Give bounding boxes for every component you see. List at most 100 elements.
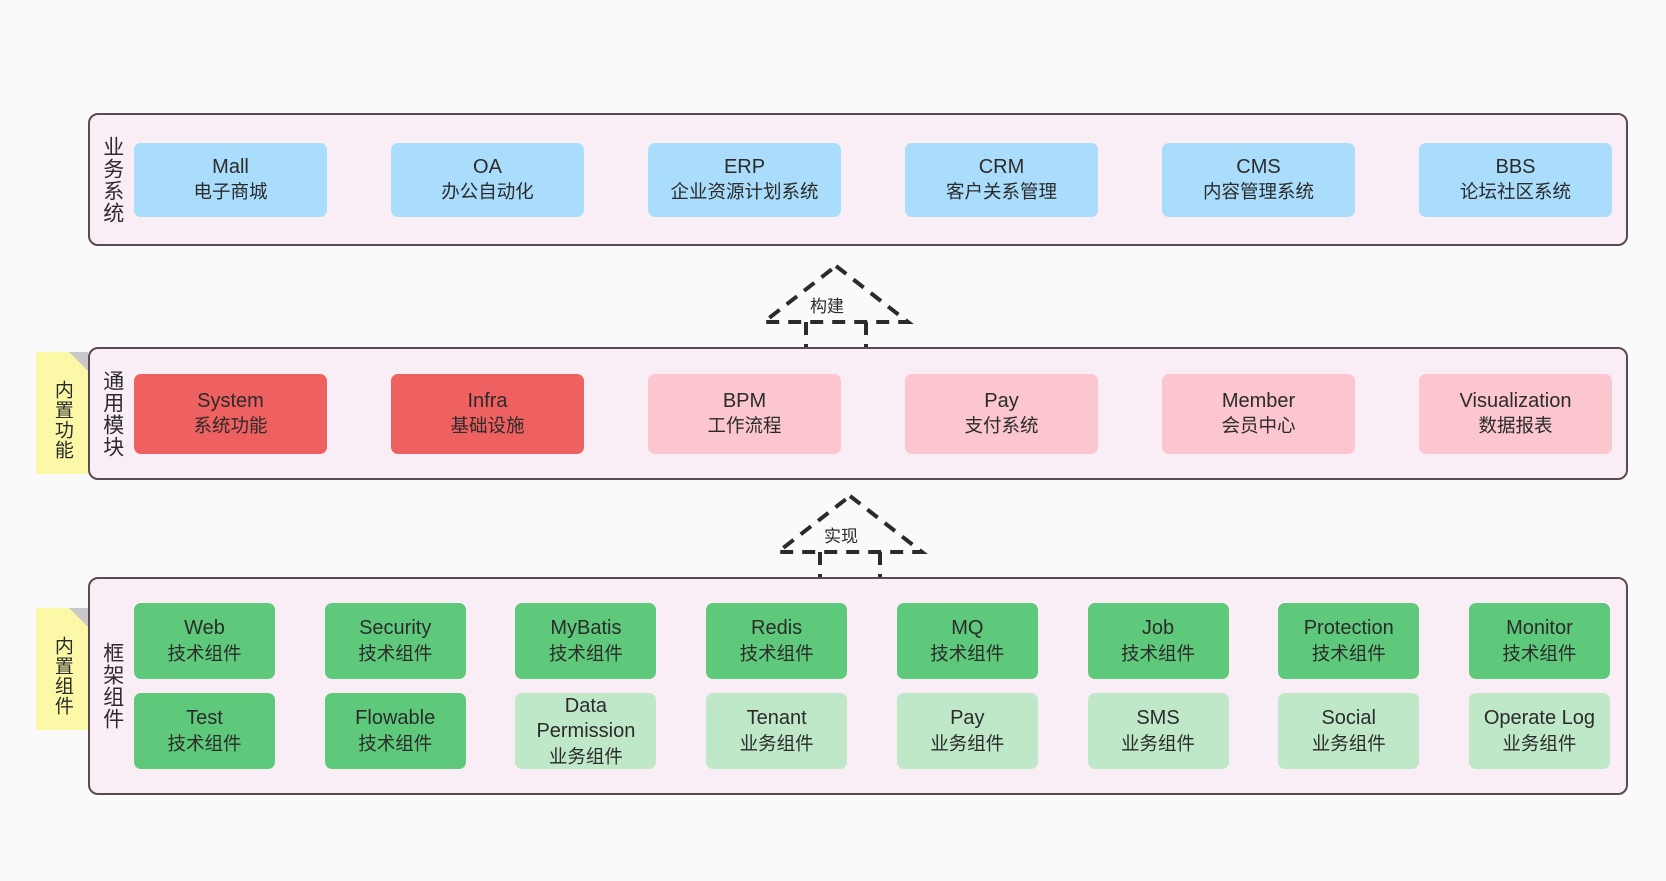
- card-title: Infra: [467, 389, 508, 412]
- layer-caption-business: 业务系统: [100, 135, 124, 224]
- card-crm[interactable]: CRM 客户关系管理: [905, 142, 1098, 217]
- arrowhead-triangle: [758, 263, 914, 324]
- card-bbs[interactable]: BBS 论坛社区系统: [1419, 142, 1612, 217]
- card-title: Visualization: [1459, 389, 1572, 412]
- card-subtitle: 客户关系管理: [945, 181, 1057, 203]
- card-title: Flowable: [355, 707, 436, 730]
- card-member[interactable]: Member 会员中心: [1162, 373, 1355, 454]
- card-operate-log[interactable]: Operate Log 业务组件: [1468, 693, 1610, 769]
- card-title: BBS: [1495, 155, 1536, 178]
- card-tenant[interactable]: Tenant 业务组件: [706, 693, 848, 769]
- card-subtitle: 支付系统: [964, 415, 1039, 437]
- card-subtitle: 企业资源计划系统: [670, 181, 819, 203]
- card-subtitle: 办公自动化: [441, 181, 534, 203]
- card-web[interactable]: Web 技术组件: [134, 603, 275, 679]
- card-job[interactable]: Job 技术组件: [1087, 603, 1229, 679]
- card-subtitle: 技术组件: [167, 642, 242, 664]
- framework-card-row-1: Web 技术组件 Security 技术组件 MyBatis 技术组件 Redi…: [134, 603, 1610, 679]
- card-title: Operate Log: [1483, 707, 1596, 730]
- layer-caption-modules: 通用模块: [100, 369, 124, 458]
- card-cms[interactable]: CMS 内容管理系统: [1162, 142, 1355, 217]
- card-security[interactable]: Security 技术组件: [324, 603, 466, 679]
- card-sms[interactable]: SMS 业务组件: [1087, 693, 1229, 769]
- arrow-realize-label: 实现: [824, 527, 858, 546]
- card-title: Test: [186, 707, 223, 730]
- card-subtitle: 业务组件: [1121, 732, 1196, 754]
- card-protection[interactable]: Protection 技术组件: [1278, 603, 1420, 679]
- card-subtitle: 业务组件: [739, 732, 814, 754]
- card-title: BPM: [722, 389, 767, 412]
- card-mall[interactable]: Mall 电子商城: [134, 142, 327, 217]
- card-subtitle: 会员中心: [1221, 415, 1296, 437]
- card-title: Protection: [1303, 617, 1394, 640]
- framework-card-row-2: Test 技术组件 Flowable 技术组件 Data Permission …: [134, 693, 1610, 769]
- arrow-build: 构建: [756, 262, 916, 354]
- card-system[interactable]: System 系统功能: [134, 373, 327, 454]
- card-title: Data Permission: [536, 694, 636, 743]
- card-monitor[interactable]: Monitor 技术组件: [1468, 603, 1610, 679]
- card-title: Social: [1321, 707, 1376, 730]
- card-subtitle: 业务组件: [1502, 732, 1577, 754]
- card-social[interactable]: Social 业务组件: [1278, 693, 1420, 769]
- card-title: Web: [184, 617, 225, 640]
- arrow-build-label: 构建: [810, 297, 844, 316]
- card-subtitle: 内容管理系统: [1202, 181, 1314, 203]
- card-title: CRM: [978, 155, 1025, 178]
- card-oa[interactable]: OA 办公自动化: [391, 142, 584, 217]
- card-title: Redis: [751, 617, 803, 640]
- card-subtitle: 基础设施: [450, 415, 525, 437]
- layer-body-framework: Web 技术组件 Security 技术组件 MyBatis 技术组件 Redi…: [134, 579, 1626, 793]
- card-title: Pay: [950, 707, 985, 730]
- business-card-row: Mall 电子商城 OA 办公自动化 ERP 企业资源计划系统 CRM 客户关系…: [134, 142, 1612, 217]
- card-subtitle: 技术组件: [930, 642, 1005, 664]
- layer-caption-framework: 框架组件: [100, 642, 124, 730]
- card-flowable[interactable]: Flowable 技术组件: [324, 693, 466, 769]
- card-subtitle: 业务组件: [930, 732, 1005, 754]
- layer-framework-components: 框架组件 Web 技术组件 Security 技术组件 MyBatis 技术组件…: [88, 577, 1628, 795]
- card-title: Pay: [984, 389, 1019, 412]
- arrow-realize: 实现: [770, 492, 930, 584]
- card-erp[interactable]: ERP 企业资源计划系统: [648, 142, 841, 217]
- card-mybatis[interactable]: MyBatis 技术组件: [515, 603, 657, 679]
- card-subtitle: 论坛社区系统: [1459, 181, 1571, 203]
- card-subtitle: 技术组件: [358, 642, 433, 664]
- card-visualization[interactable]: Visualization 数据报表: [1419, 373, 1612, 454]
- modules-card-row: System 系统功能 Infra 基础设施 BPM 工作流程 Pay 支付系统…: [134, 373, 1612, 454]
- card-subtitle: 技术组件: [739, 642, 814, 664]
- card-title: Mall: [212, 155, 249, 178]
- card-subtitle: 数据报表: [1478, 415, 1553, 437]
- layer-common-modules: 通用模块 System 系统功能 Infra 基础设施 BPM 工作流程 Pay: [88, 347, 1628, 480]
- note-builtin-features-label: 内置功能: [51, 380, 73, 460]
- card-subtitle: 业务组件: [1311, 732, 1386, 754]
- card-mq[interactable]: MQ 技术组件: [896, 603, 1038, 679]
- card-title: System: [197, 389, 264, 412]
- card-redis[interactable]: Redis 技术组件: [706, 603, 848, 679]
- layer-body-business: Mall 电子商城 OA 办公自动化 ERP 企业资源计划系统 CRM 客户关系…: [134, 115, 1626, 244]
- note-builtin-components: 内置组件: [36, 608, 88, 730]
- card-title: ERP: [723, 155, 766, 178]
- card-title: SMS: [1136, 707, 1180, 730]
- card-title: MyBatis: [550, 617, 622, 640]
- card-title: Security: [359, 617, 432, 640]
- card-title: Job: [1141, 617, 1175, 640]
- card-title: OA: [473, 155, 502, 178]
- card-subtitle: 技术组件: [167, 732, 242, 754]
- card-subtitle: 技术组件: [358, 732, 433, 754]
- card-subtitle: 技术组件: [548, 642, 623, 664]
- layer-body-modules: System 系统功能 Infra 基础设施 BPM 工作流程 Pay 支付系统…: [134, 349, 1626, 478]
- layer-business-systems: 业务系统 Mall 电子商城 OA 办公自动化 ERP 企业资源计划系统 CRM: [88, 113, 1628, 246]
- card-subtitle: 技术组件: [1311, 642, 1386, 664]
- card-bpm[interactable]: BPM 工作流程: [648, 373, 841, 454]
- card-infra[interactable]: Infra 基础设施: [391, 373, 584, 454]
- card-subtitle: 工作流程: [707, 415, 782, 437]
- card-title: MQ: [951, 617, 984, 640]
- card-data-permission[interactable]: Data Permission 业务组件: [515, 693, 657, 769]
- note-builtin-components-label: 内置组件: [51, 636, 73, 716]
- card-pay-component[interactable]: Pay 业务组件: [896, 693, 1038, 769]
- card-subtitle: 技术组件: [1502, 642, 1577, 664]
- card-test[interactable]: Test 技术组件: [134, 693, 275, 769]
- card-pay-module[interactable]: Pay 支付系统: [905, 373, 1098, 454]
- card-subtitle: 技术组件: [1121, 642, 1196, 664]
- note-builtin-features: 内置功能: [36, 352, 88, 474]
- card-subtitle: 业务组件: [548, 745, 623, 767]
